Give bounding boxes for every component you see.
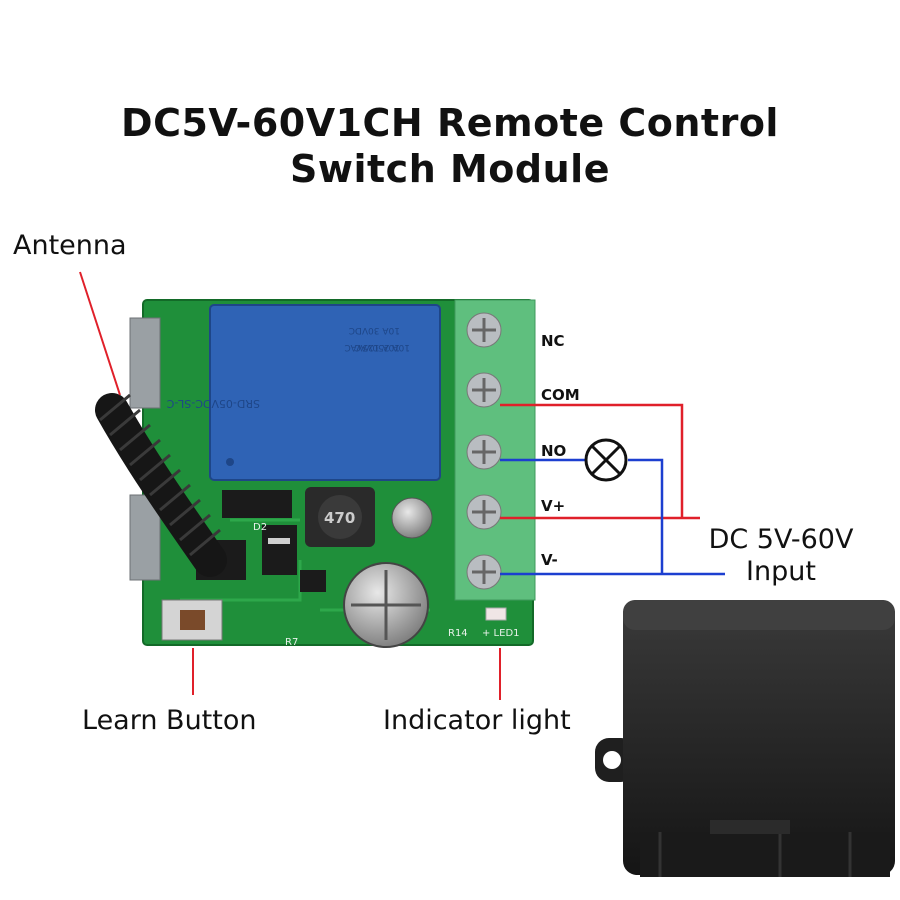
title-line-2: Switch Module: [290, 147, 610, 191]
lamp-symbol: [584, 438, 628, 482]
page-title: DC5V-60V1CH Remote Control Switch Module: [0, 100, 900, 192]
relay: [210, 305, 440, 480]
indicator-light-label: Indicator light: [383, 705, 571, 736]
r14-marking: R14: [448, 628, 468, 639]
relay-rating-1: 10A 250VAC: [354, 342, 410, 352]
relay-rating-2: 10A 125VAC: [344, 342, 400, 352]
relay-rating-3: 10A 30VDC: [349, 325, 400, 335]
terminal-label-nc: NC: [541, 332, 565, 350]
antenna-coil: [95, 393, 227, 577]
wiring: [500, 403, 725, 576]
terminal-screws: [466, 312, 502, 590]
learn-button-switch: [161, 599, 223, 641]
terminal-label-vminus: V-: [541, 551, 558, 569]
antenna-leader: [79, 271, 121, 396]
inductor-marking: 470: [324, 509, 355, 527]
power-input-label: DC 5V-60V Input: [686, 524, 876, 588]
terminal-label-com: COM: [541, 386, 580, 404]
enclosure-box: [595, 600, 895, 877]
antenna-label: Antenna: [13, 230, 127, 261]
power-input-line-1: DC 5V-60V: [708, 524, 854, 555]
small-capacitor: [391, 497, 433, 539]
terminal-label-no: NO: [541, 442, 567, 460]
antenna-connector: [129, 317, 161, 409]
terminal-label-vplus: V+: [541, 497, 566, 515]
power-input-line-2: Input: [746, 556, 816, 587]
r7-marking: R7: [285, 637, 298, 648]
title-line-1: DC5V-60V1CH Remote Control: [121, 101, 779, 145]
d2-marking: D2: [253, 522, 267, 533]
indicator-led: [485, 607, 507, 621]
learn-button-label: Learn Button: [82, 705, 257, 736]
led1-marking: + LED1: [482, 628, 520, 639]
relay-part-text: SRD-05VDC-SL-C: [166, 397, 260, 410]
